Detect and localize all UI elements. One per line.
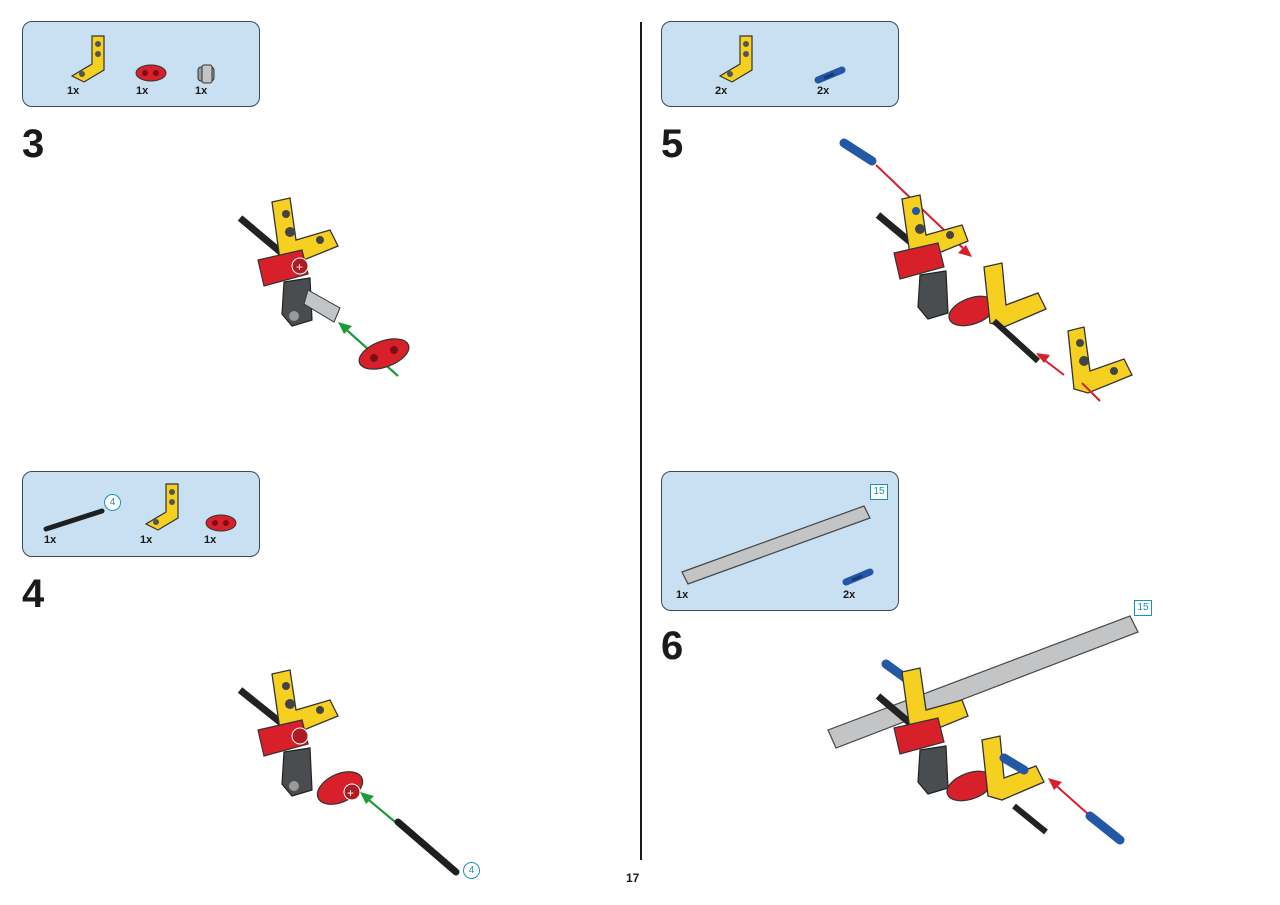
step-5-assembly-illustration xyxy=(839,138,1133,402)
step-5-part-2-qty: 2x xyxy=(817,85,830,97)
blue-pin-icon xyxy=(814,66,846,84)
step-4-axle-length-callout: 4 xyxy=(104,494,121,511)
step-5-number: 5 xyxy=(661,122,684,166)
step-3-parts-box xyxy=(22,21,260,107)
step-4-axle-callout: 4 xyxy=(463,862,480,879)
gray-beam-15-icon xyxy=(681,505,871,585)
step-4-part-3-qty: 1x xyxy=(204,534,217,546)
step-3-number: 3 xyxy=(22,122,45,166)
svg-text:+: + xyxy=(347,786,354,800)
gray-bushing-icon xyxy=(197,64,215,84)
red-connector-icon xyxy=(205,514,237,532)
step-3-part-3-qty: 1x xyxy=(195,85,208,97)
yellow-l-beam-icon xyxy=(144,483,179,531)
step-3-part-1-qty: 1x xyxy=(67,85,80,97)
page-divider xyxy=(640,22,642,860)
step-3-assembly-illustration: + xyxy=(237,197,410,377)
step-4-parts-box xyxy=(22,471,260,557)
step-5-parts-box xyxy=(661,21,899,107)
step-6-number: 6 xyxy=(661,624,684,668)
step-3-part-2-qty: 1x xyxy=(136,85,149,97)
step-6-beam-length-callout: 15 xyxy=(870,484,888,500)
step-6-part-1-qty: 1x xyxy=(676,589,689,601)
step-4-assembly-illustration: + xyxy=(237,669,460,876)
step-4-number: 4 xyxy=(22,572,45,616)
step-4-part-2-qty: 1x xyxy=(140,534,153,546)
black-axle-icon xyxy=(43,508,105,532)
step-6-assembly-illustration xyxy=(827,615,1139,845)
yellow-l-beam-icon xyxy=(70,35,105,83)
step-6-beam-callout: 15 xyxy=(1134,600,1152,616)
step-6-part-2-qty: 2x xyxy=(843,589,856,601)
blue-pin-icon xyxy=(842,568,874,586)
red-connector-icon xyxy=(135,64,167,82)
step-4-part-1-qty: 1x xyxy=(44,534,57,546)
step-5-part-1-qty: 2x xyxy=(715,85,728,97)
svg-text:+: + xyxy=(296,260,303,274)
page-number: 17 xyxy=(626,871,640,885)
yellow-l-beam-icon xyxy=(718,35,753,83)
